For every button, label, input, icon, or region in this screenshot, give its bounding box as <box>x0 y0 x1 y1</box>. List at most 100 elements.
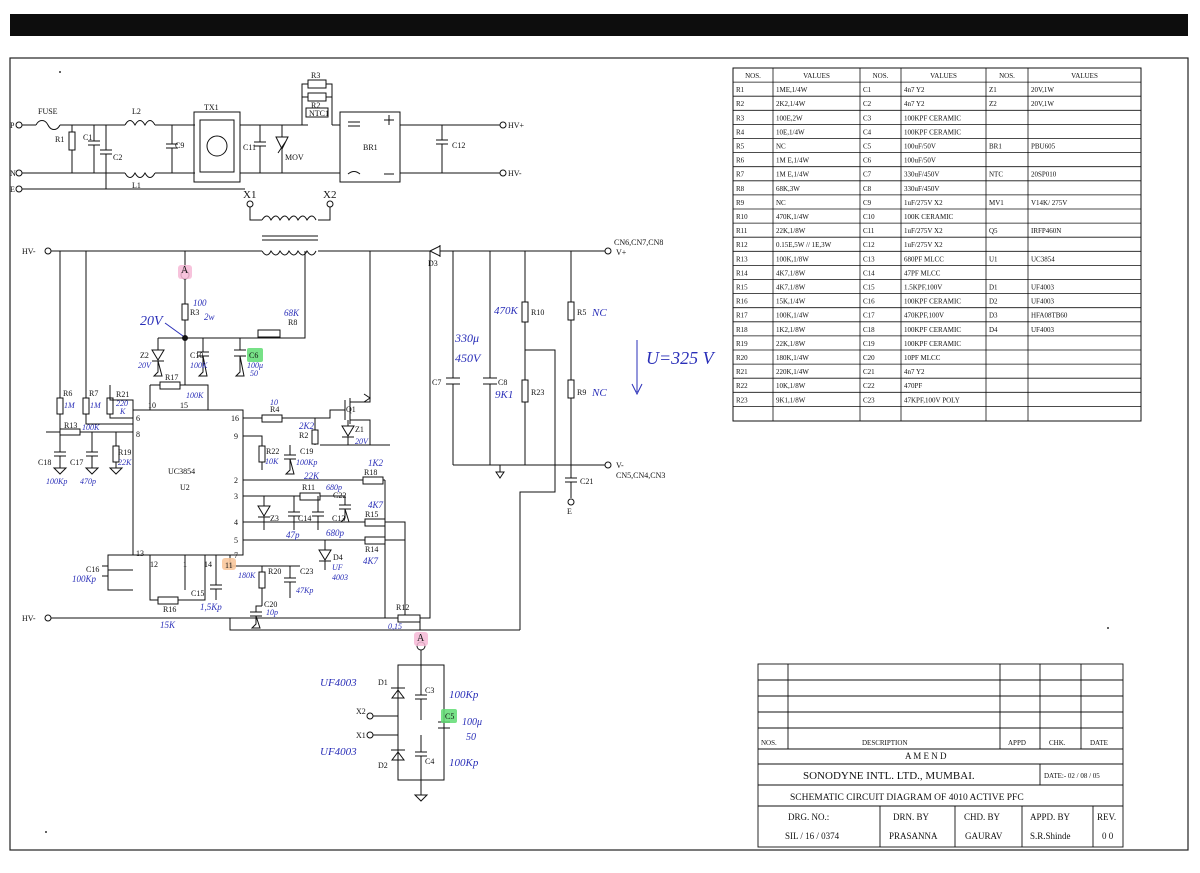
drawing-date: DATE:- 02 / 08 / 05 <box>1044 772 1100 780</box>
ic-name: UC3854 <box>168 467 195 476</box>
ic-pin: 2 <box>234 476 238 485</box>
bom-part-value: NC <box>776 199 786 207</box>
label-r18: R18 <box>364 468 377 477</box>
label-c9: C9 <box>175 141 184 150</box>
bom-part-value: NC <box>776 143 786 151</box>
schematic-labels: P N E FUSE R1 C1 C2 L2 L1 C9 TX1 C11 R3 … <box>10 71 665 770</box>
bom-part-value: 4K7,1/8W <box>776 284 806 292</box>
ic-pin: 10 <box>148 401 156 410</box>
label-l1: L1 <box>132 181 141 190</box>
bom-part-value: 470KPF,100V <box>904 312 944 320</box>
ic-pin: 12 <box>150 560 158 569</box>
bom-part-ref: U1 <box>989 255 998 263</box>
label-d2: D2 <box>378 761 388 770</box>
label-r7: R7 <box>89 389 98 398</box>
bom-part-value: 100uF/50V <box>904 143 936 151</box>
bom-header: VALUES <box>803 72 830 80</box>
label-d3: D3 <box>428 259 438 268</box>
label-r3-top: R3 <box>311 71 320 80</box>
bom-part-ref: C18 <box>863 326 875 334</box>
label-x1-bottom: X1 <box>356 731 366 740</box>
bom-part-ref: R16 <box>736 298 748 306</box>
label-z3: Z3 <box>270 514 279 523</box>
label-br1: BR1 <box>363 143 378 152</box>
bom-part-value: 20SP010 <box>1031 171 1057 179</box>
bom-part-ref: C2 <box>863 100 872 108</box>
node-a-bottom-highlight <box>414 632 428 646</box>
bom-part-ref: C5 <box>863 143 872 151</box>
bom-part-ref: R12 <box>736 241 748 249</box>
bom-part-value: 4n7 Y2 <box>904 368 925 376</box>
bom-header: NOS. <box>745 72 761 80</box>
hw-c20: 10p <box>266 608 278 617</box>
bom-part-value: UC3854 <box>1031 255 1055 263</box>
bom-part-value: 330uF/450V <box>904 171 939 179</box>
hw-c22: 680p <box>326 483 342 492</box>
bom-part-ref: C23 <box>863 396 875 404</box>
hw-c6-v: 50 <box>250 369 258 378</box>
bom-part-value: 15K,1/4W <box>776 298 806 306</box>
label-x1: X1 <box>243 189 256 201</box>
label-r14: R14 <box>365 545 378 554</box>
label-d1: D1 <box>378 678 388 687</box>
hw-c23: 47Kp <box>296 586 313 595</box>
rev-label: REV. <box>1097 812 1116 822</box>
bom-part-value: 1K2,1/8W <box>776 326 806 334</box>
rail-hv-pos: HV+ <box>508 121 525 130</box>
schematic-drawing <box>15 79 643 802</box>
scan-speck <box>45 831 47 833</box>
input-label-e: E <box>10 185 15 194</box>
hw-r16: 15K <box>160 620 176 630</box>
label-z2: Z2 <box>140 351 149 360</box>
ic-pin: 16 <box>231 414 239 423</box>
hw-c10: 100K <box>190 361 208 370</box>
ic-pin: 4 <box>234 518 238 527</box>
node-a-top: A <box>181 265 189 276</box>
label-r9: R9 <box>577 388 586 397</box>
hw-r4: 10 <box>270 398 278 407</box>
hw-c4: 100Kp <box>449 757 479 769</box>
bom-part-ref: D4 <box>989 326 998 334</box>
hw-c7-v: 450V <box>455 351 482 365</box>
bom-part-value: 470PF <box>904 382 922 390</box>
bom-part-ref: C14 <box>863 269 875 277</box>
handwritten-annotations: 20V 100 2w 68K 20V 100K 100μ 50 1M 1M 22… <box>46 298 716 769</box>
bom-part-value: 100KPF CERAMIC <box>904 128 961 136</box>
bom-part-ref: C22 <box>863 382 875 390</box>
bom-part-ref: R11 <box>736 227 748 235</box>
label-c22: C22 <box>333 491 346 500</box>
label-r5: R5 <box>577 308 586 317</box>
bom-part-ref: C11 <box>863 227 875 235</box>
label-r6: R6 <box>63 389 72 398</box>
bom-header: VALUES <box>930 72 957 80</box>
label-c7: C7 <box>432 378 441 387</box>
label-c13: C13 <box>332 514 345 523</box>
bom-part-value: 4K7,1/8W <box>776 269 806 277</box>
label-r12: R12 <box>396 603 409 612</box>
hw-r6: 1M <box>64 401 76 410</box>
bom-part-value: 68K,3W <box>776 185 800 193</box>
label-c18: C18 <box>38 458 51 467</box>
ic-pin: 11 <box>225 561 233 570</box>
bom-part-ref: R14 <box>736 269 748 277</box>
ic-pin: 9 <box>234 432 238 441</box>
bom-part-ref: C13 <box>863 255 875 263</box>
ic-pin: 7 <box>234 551 238 560</box>
bom-part-value: 470K,1/4W <box>776 213 809 221</box>
scan-speck <box>59 71 61 73</box>
bom-header: NOS. <box>873 72 889 80</box>
bom-part-value: 22K,1/8W <box>776 227 806 235</box>
bom-part-value: 2K2,1/4W <box>776 100 806 108</box>
pin11-highlight <box>222 558 236 570</box>
hw-d2: UF4003 <box>320 746 357 758</box>
hw-c15: 1,5Kp <box>200 602 222 612</box>
hw-r21: 220 <box>116 399 128 408</box>
label-z1: Z1 <box>355 425 364 434</box>
bom-part-ref: C12 <box>863 241 875 249</box>
label-c6: C6 <box>249 351 258 360</box>
hw-r14: 4K7 <box>363 556 379 566</box>
scan-speck <box>1107 627 1109 629</box>
ic-ref: U2 <box>180 483 190 492</box>
label-d4: D4 <box>333 553 343 562</box>
amend-header: CHK. <box>1049 739 1066 747</box>
